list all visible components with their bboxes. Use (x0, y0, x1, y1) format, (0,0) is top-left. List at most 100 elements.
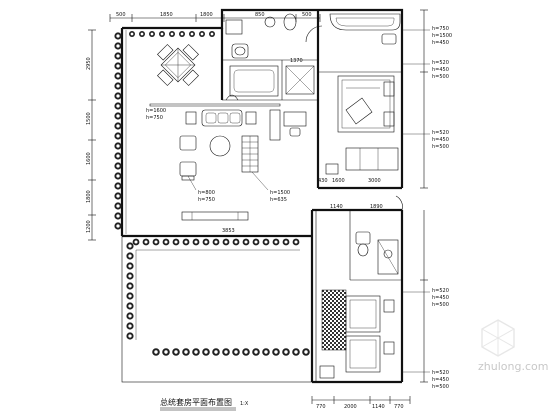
dim-left-1: 2950 (86, 57, 92, 70)
tree-symbol-center (294, 240, 298, 244)
tree-symbol-center (116, 164, 120, 168)
tree-symbol-center (116, 124, 120, 128)
tree-symbol-center (214, 240, 218, 244)
tree-symbol-center (116, 194, 120, 198)
tree-symbol-center (116, 74, 120, 78)
tree-symbol-center (128, 284, 132, 288)
tree-symbol-center (128, 304, 132, 308)
tree-symbol-center (284, 240, 288, 244)
dim-bottom-2: 2000 (344, 404, 357, 410)
tree-symbol-center (116, 44, 120, 48)
dimension-chain-bottom: 770 2000 1140 770 (311, 396, 411, 410)
dim-top-5: 500 (302, 12, 312, 18)
tree-symbol-center (134, 240, 138, 244)
tree-symbol-center (140, 32, 144, 36)
note-h1: h=1500 (270, 190, 290, 196)
dim-bottom-3: 1140 (372, 404, 385, 410)
watermark-logo (481, 319, 515, 357)
tree-symbol-center (116, 84, 120, 88)
tree-symbol-center (116, 64, 120, 68)
note-f2: h=750 (146, 115, 163, 121)
note-f1: h=1600 (146, 108, 166, 114)
tree-symbol-center (150, 32, 154, 36)
tree-symbol-center (116, 184, 120, 188)
tree-symbol-center (116, 154, 120, 158)
note-d3: h=500 (432, 302, 449, 308)
note-a1: h=750 (432, 26, 449, 32)
tree-symbol-center (116, 224, 120, 228)
tree-symbol-center (204, 350, 208, 354)
tree-symbol-center (116, 54, 120, 58)
tree-symbol-center (116, 134, 120, 138)
note-g1: h=800 (198, 190, 215, 196)
bathroom-lower-fixtures (355, 231, 399, 275)
dim-wc: 1370 (290, 58, 303, 64)
tree-symbol-center (264, 240, 268, 244)
dimension-chain-left: 2950 1500 1600 1800 1200 (86, 29, 96, 241)
note-c3: h=500 (432, 144, 449, 150)
dim-bottom-1: 770 (316, 404, 326, 410)
dimension-chain-top: 500 1850 1800 850 500 (109, 12, 321, 22)
bedroom-upper (325, 75, 399, 175)
terrace-outline (121, 235, 313, 383)
tree-symbol-center (128, 294, 132, 298)
tree-symbol-center (174, 350, 178, 354)
note-c2: h=450 (432, 137, 449, 143)
tree-symbol-center (254, 240, 258, 244)
dimension-chain-right (420, 9, 428, 383)
tree-symbol-center (128, 334, 132, 338)
tree-symbol-center (144, 240, 148, 244)
note-e2: h=450 (432, 377, 449, 383)
tree-symbol-center (116, 174, 120, 178)
note-d1: h=520 (432, 288, 449, 294)
tree-symbol-center (194, 240, 198, 244)
tree-symbol-center (184, 350, 188, 354)
tree-symbol-center (116, 104, 120, 108)
note-e1: h=520 (432, 370, 449, 376)
dim-top-1: 500 (116, 12, 126, 18)
note-a2: h=1500 (432, 33, 452, 39)
grill-rack (242, 136, 258, 172)
tree-symbol-center (128, 254, 132, 258)
dim-floor-b: 1890 (370, 204, 383, 210)
bathtub (329, 13, 401, 45)
tree-symbol-center (204, 240, 208, 244)
tree-symbol-center (224, 350, 228, 354)
tree-symbol-center (184, 240, 188, 244)
tree-symbol-center (128, 264, 132, 268)
tree-symbol-center (160, 32, 164, 36)
tree-symbol-center (128, 314, 132, 318)
dim-living-width: 3853 (222, 228, 235, 234)
note-b3: h=500 (432, 74, 449, 80)
tree-symbol-center (128, 274, 132, 278)
tree-symbol-center (264, 350, 268, 354)
tree-symbol-center (234, 350, 238, 354)
tree-symbol-center (154, 240, 158, 244)
desk-area (269, 109, 307, 141)
tree-symbol-center (116, 204, 120, 208)
tree-symbol-center (224, 240, 228, 244)
tree-symbol-center (128, 324, 132, 328)
note-e3: h=500 (432, 384, 449, 390)
tree-symbol-center (130, 32, 134, 36)
tree-symbol-center (210, 32, 214, 36)
tree-symbol-center (200, 32, 204, 36)
drawing-scale: 1:X (240, 401, 249, 407)
tree-symbol-center (234, 240, 238, 244)
dim-k: 1600 (332, 178, 345, 184)
terrace-planting (114, 31, 310, 356)
note-h2: h=635 (270, 197, 287, 203)
tree-symbol-center (194, 350, 198, 354)
dim-left-3: 1600 (86, 152, 92, 165)
tree-symbol-center (154, 350, 158, 354)
dining-table (157, 44, 199, 86)
dim-top-3: 1800 (200, 12, 213, 18)
tree-symbol-center (284, 350, 288, 354)
bedroom-lower (319, 289, 395, 379)
dim-left-4: 1800 (86, 190, 92, 203)
tree-symbol-center (254, 350, 258, 354)
tree-symbol-center (244, 350, 248, 354)
tree-symbol-center (244, 240, 248, 244)
note-d2: h=450 (432, 295, 449, 301)
